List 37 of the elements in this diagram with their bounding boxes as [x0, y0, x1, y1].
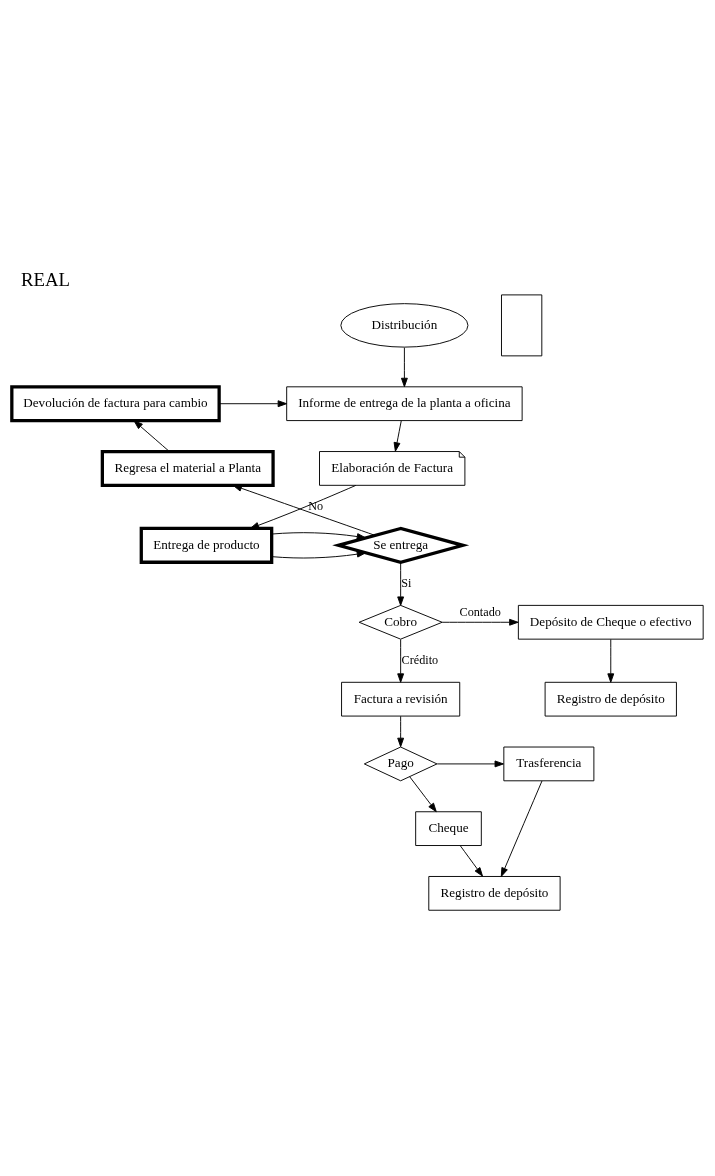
- arrow: [249, 484, 357, 529]
- arrow: [500, 780, 543, 877]
- node-box: Entrega de producto: [139, 526, 274, 564]
- arrow: [397, 715, 405, 747]
- node-diamond: Cobro: [358, 604, 443, 640]
- arrow: [441, 618, 519, 626]
- arrow: [436, 760, 504, 767]
- arrow: [218, 399, 288, 407]
- node-box: [501, 293, 543, 356]
- arrow: [397, 638, 405, 683]
- node-box: Factura a revisión: [341, 681, 461, 717]
- arrow: [397, 561, 405, 606]
- arrow: [232, 484, 376, 536]
- arrow: [459, 844, 483, 877]
- node-box: Registro de depósito: [428, 875, 561, 911]
- arrow: [133, 419, 170, 452]
- node-ellipse: Distribución: [340, 302, 469, 348]
- diagram-title: REAL: [21, 268, 71, 290]
- node-box: Depósito de Cheque o efectivo: [517, 604, 704, 640]
- edge-label: Crédito: [401, 652, 439, 667]
- arrow: [271, 531, 367, 540]
- node-box: Devolución de factura para cambio: [10, 384, 221, 422]
- node-box: Trasferencia: [503, 746, 595, 781]
- arrow: [400, 346, 408, 387]
- node-box: Informe de entrega de la planta a oficina: [286, 385, 523, 421]
- node-box: Cheque: [415, 810, 482, 846]
- arrow: [271, 550, 367, 558]
- arrow: [393, 419, 402, 452]
- node-diamond: Pago: [363, 746, 438, 781]
- edge-label: Si: [401, 575, 412, 590]
- node-diamond: Se entrega: [332, 526, 470, 564]
- arrow: [409, 775, 437, 812]
- node-box: Registro de depósito: [544, 681, 677, 717]
- edge-label: No: [308, 498, 324, 513]
- arrow: [607, 638, 615, 683]
- edge-label: Contado: [459, 604, 501, 619]
- node-box: Regresa el material a Planta: [100, 449, 275, 487]
